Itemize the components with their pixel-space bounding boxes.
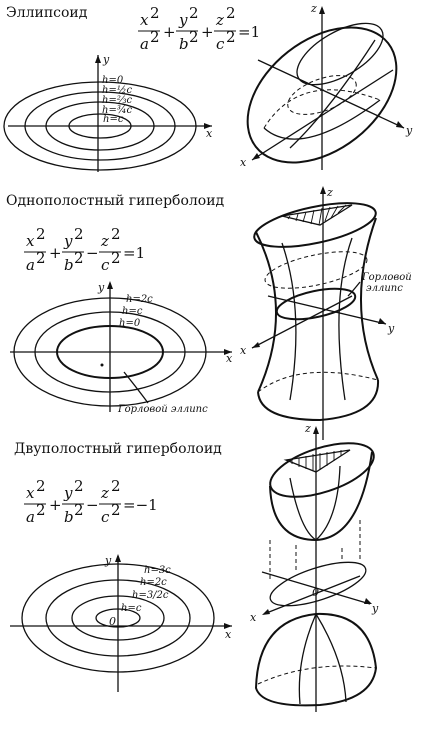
- svg-text:z: z: [310, 2, 317, 15]
- svg-text:y: y: [102, 53, 110, 66]
- svg-text:z: z: [326, 186, 333, 199]
- svg-text:2: 2: [189, 28, 199, 46]
- svg-text:b: b: [64, 256, 74, 274]
- svg-text:x: x: [240, 156, 247, 169]
- svg-text:c: c: [101, 256, 110, 274]
- svg-text:2: 2: [226, 28, 236, 46]
- svg-text:2: 2: [74, 501, 84, 519]
- svg-text:c: c: [101, 508, 110, 526]
- svg-text:x: x: [225, 628, 232, 641]
- svg-text:b: b: [64, 508, 74, 526]
- svg-text:x: x: [140, 11, 149, 29]
- svg-text:y: y: [63, 232, 73, 250]
- two-sheet-3d: z y x 0: [250, 422, 379, 712]
- svg-text:y: y: [63, 484, 73, 502]
- svg-text:y: y: [387, 322, 395, 335]
- svg-text:2: 2: [36, 501, 46, 519]
- svg-text:h=¾c: h=¾c: [102, 105, 133, 116]
- svg-text:a: a: [26, 508, 35, 526]
- svg-text:h=3c: h=3c: [144, 565, 171, 576]
- svg-text:2: 2: [111, 477, 121, 495]
- svg-text:h=c: h=c: [122, 306, 143, 317]
- one-sheet-level-curves: x y h=2c h=c h=0 Горловой эллипс: [10, 281, 233, 415]
- svg-text:+: +: [163, 23, 176, 41]
- svg-text:y: y: [97, 281, 105, 294]
- svg-text:эллипс: эллипс: [366, 283, 403, 294]
- svg-text:0: 0: [109, 615, 116, 628]
- svg-text:y: y: [178, 11, 188, 29]
- svg-text:h=2c: h=2c: [140, 577, 167, 588]
- svg-text:h=0: h=0: [102, 75, 124, 86]
- svg-text:z: z: [100, 232, 109, 250]
- ellipsoid-equation: x 2 a 2 + y 2 b 2 + z 2 c 2 =1: [138, 4, 260, 53]
- svg-text:c: c: [216, 35, 225, 53]
- svg-text:h=2c: h=2c: [126, 294, 153, 305]
- svg-text:h=0: h=0: [119, 318, 141, 329]
- svg-text:y: y: [405, 124, 413, 137]
- svg-text:2: 2: [74, 477, 84, 495]
- svg-text:2: 2: [74, 225, 84, 243]
- svg-text:x: x: [250, 611, 257, 624]
- svg-text:Горловой эллипс: Горловой эллипс: [117, 404, 208, 415]
- svg-text:−: −: [86, 496, 99, 514]
- svg-text:x: x: [206, 127, 213, 140]
- svg-text:2: 2: [189, 4, 199, 22]
- svg-text:2: 2: [111, 249, 121, 267]
- svg-text:2: 2: [111, 225, 121, 243]
- svg-text:Горловой: Горловой: [361, 272, 412, 283]
- svg-text:=−1: =−1: [123, 496, 158, 514]
- svg-text:h=⅔c: h=⅔c: [102, 95, 133, 106]
- two-sheet-hyperboloid-title: Двуполостный гиперболоид: [14, 441, 222, 457]
- two-sheet-equation: x 2 a 2 + y 2 b 2 − z 2 c 2 =−1: [24, 477, 158, 526]
- svg-text:=1: =1: [238, 23, 260, 41]
- one-sheet-hyperboloid-title: Однополостный гиперболоид: [6, 193, 225, 209]
- svg-text:h=½c: h=½c: [102, 85, 133, 96]
- svg-text:a: a: [140, 35, 149, 53]
- svg-text:+: +: [49, 244, 62, 262]
- svg-text:2: 2: [150, 28, 160, 46]
- svg-text:x: x: [226, 352, 233, 365]
- svg-text:2: 2: [36, 477, 46, 495]
- ellipsoid-title: Эллипсоид: [6, 5, 88, 21]
- svg-text:2: 2: [36, 225, 46, 243]
- svg-text:h=3/2c: h=3/2c: [132, 590, 169, 601]
- svg-text:−: −: [86, 244, 99, 262]
- svg-text:x: x: [240, 344, 247, 357]
- svg-text:y: y: [371, 602, 379, 615]
- svg-text:y: y: [104, 554, 112, 567]
- one-sheet-equation: x 2 a 2 + y 2 b 2 − z 2 c 2 =1: [24, 225, 145, 274]
- svg-text:z: z: [100, 484, 109, 502]
- svg-text:2: 2: [36, 249, 46, 267]
- svg-text:+: +: [49, 496, 62, 514]
- svg-text:b: b: [179, 35, 189, 53]
- ellipsoid-3d: z y x: [240, 2, 413, 170]
- svg-text:=1: =1: [123, 244, 145, 262]
- two-sheet-level-curves: x y h=3c h=2c h=3/2c h=c 0: [10, 554, 232, 692]
- svg-text:2: 2: [111, 501, 121, 519]
- svg-text:z: z: [304, 422, 311, 435]
- svg-text:a: a: [26, 256, 35, 274]
- svg-text:2: 2: [74, 249, 84, 267]
- ellipsoid-level-curves: x y h=0 h=½c h=⅔c h=¾c h=c: [3, 53, 213, 172]
- svg-text:+: +: [201, 23, 214, 41]
- svg-text:h=c: h=c: [103, 114, 124, 125]
- svg-text:x: x: [26, 484, 35, 502]
- svg-text:2: 2: [150, 4, 160, 22]
- svg-text:z: z: [215, 11, 224, 29]
- svg-text:h=c: h=c: [121, 603, 142, 614]
- svg-text:2: 2: [226, 4, 236, 22]
- svg-text:x: x: [26, 232, 35, 250]
- svg-text:0: 0: [312, 586, 319, 599]
- one-sheet-3d: z y x Горловой элл: [240, 186, 412, 440]
